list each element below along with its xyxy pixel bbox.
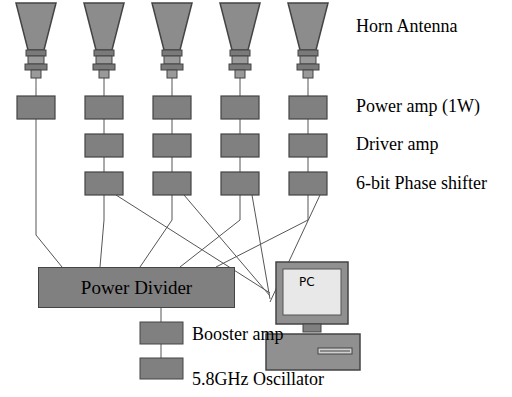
driver-amp [289,134,327,157]
power-amp [153,96,191,119]
box-label: Power Divider [81,277,192,299]
row-label: Booster amp [192,325,284,345]
driver-amp [85,134,123,157]
feed-line [100,195,104,267]
power-amp [85,96,123,119]
feed-line [36,119,62,267]
screen [283,269,341,315]
disk-drive [318,348,352,354]
power-amp [289,96,327,119]
driver-amp [153,134,191,157]
row-label: 6-bit Phase shifter [356,174,487,194]
booster-amp [140,322,183,344]
phase-shifter [85,172,123,195]
driver-amp [221,134,259,157]
power-amp [17,96,55,119]
horn-antenna [16,3,56,78]
row-label: Power amp (1W) [356,97,480,117]
pc-icon [266,262,360,370]
disk-slot [320,351,350,352]
feed-line [216,195,308,267]
feed-line [140,195,172,267]
row-label: Horn Antenna [356,17,457,37]
horn-antenna [220,3,260,78]
screen-text: PC [299,276,315,289]
horn-antenna [84,3,124,78]
row-label: Driver amp [356,135,438,155]
horn-antenna [288,3,328,78]
process-box: Power Divider [38,267,235,308]
feed-line [180,195,240,267]
monitor [276,262,348,324]
power-amp [221,96,259,119]
row-label: 5.8GHz Oscillator [192,370,324,390]
oscillator [140,358,183,379]
monitor-stand [303,324,321,332]
phase-shifter [221,172,259,195]
phase-shifter [289,172,327,195]
horn-antenna [152,3,192,78]
phase-shifter [153,172,191,195]
